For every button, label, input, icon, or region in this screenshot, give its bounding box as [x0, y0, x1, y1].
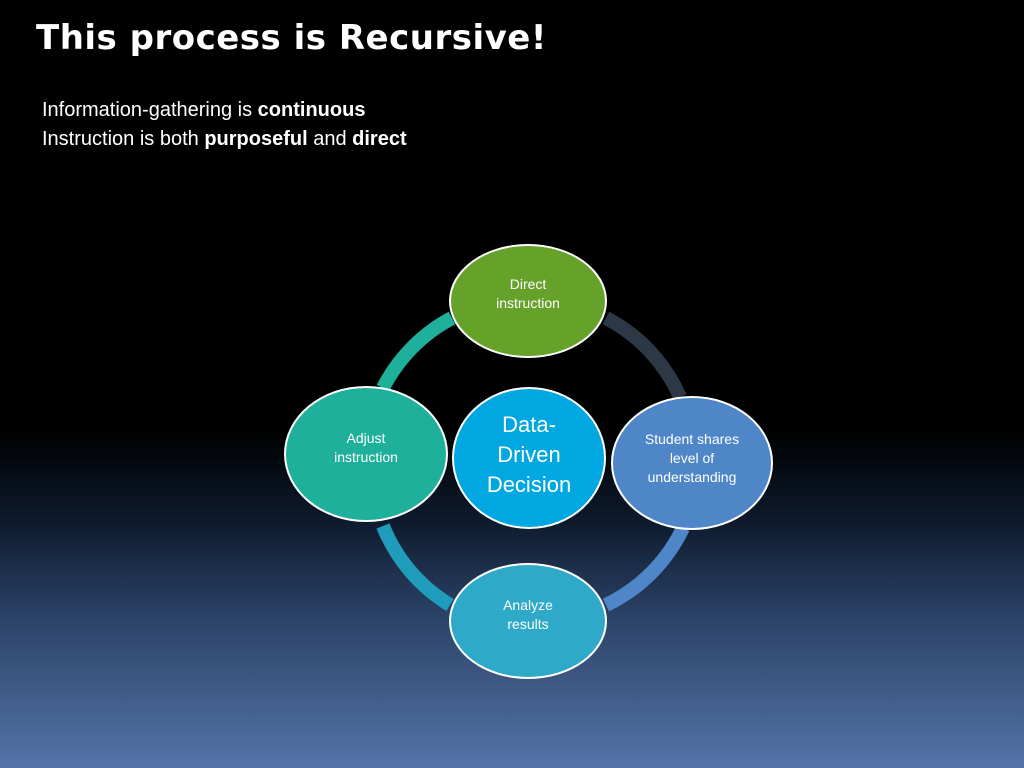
ring-arc-bottom-left: [376, 523, 454, 611]
slide-title: This process is Recursive!: [36, 18, 547, 58]
step-analyze-results: Analyze results: [449, 563, 607, 679]
step-direct-instruction: Direct instruction: [449, 244, 607, 358]
subtitle-line-2-bold-purposeful: purposeful: [204, 128, 308, 150]
subtitle-line-2: Instruction is both purposeful and direc…: [42, 127, 407, 151]
subtitle-line-2-bold-direct: direct: [352, 128, 407, 150]
step-label: Analyze results: [503, 597, 553, 632]
subtitle-line-1: Information-gathering is continuous: [42, 98, 365, 122]
step-label: Direct instruction: [496, 276, 560, 311]
step-adjust-instruction: Adjust instruction: [284, 386, 448, 522]
step-label: Student shares level of understanding: [644, 430, 740, 485]
subtitle-line-1-text: Information-gathering is: [42, 99, 258, 121]
ring-arc-top-left: [376, 311, 456, 392]
subtitle-line-2-text: Instruction is both: [42, 128, 205, 150]
ring-arc-top-right: [602, 311, 687, 400]
step-label: Adjust instruction: [334, 430, 398, 465]
subtitle-line-1-bold: continuous: [257, 99, 366, 121]
subtitle-line-2-connector: and: [307, 128, 353, 150]
ring-arc-bottom-right: [602, 524, 690, 612]
center-label: Data-Driven Decision: [486, 412, 572, 497]
center-data-driven-decision: Data-Driven Decision: [452, 387, 606, 529]
step-student-shares: Student shares level of understanding: [611, 396, 773, 530]
